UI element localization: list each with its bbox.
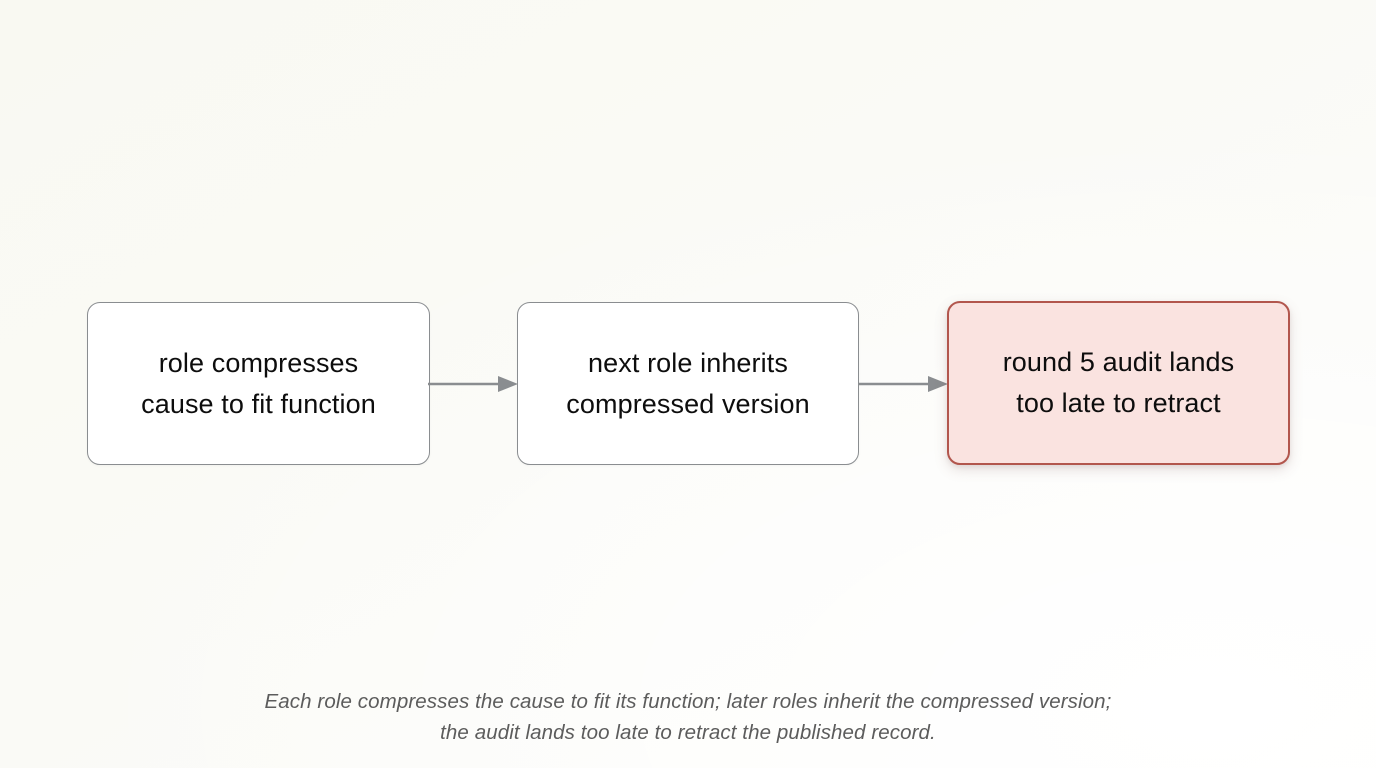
arrow-head-icon (928, 376, 948, 392)
flow-node-label: next role inherits compressed version (566, 347, 810, 419)
flow-node-next-role-inherits[interactable]: next role inherits compressed version (517, 302, 859, 465)
flow-node-label: round 5 audit lands too late to retract (1002, 347, 1235, 418)
flow-arrow-node2-to-node3 (858, 376, 948, 392)
flow-node-role-compresses[interactable]: role compresses cause to fit function (87, 302, 430, 465)
arrow-head-icon (498, 376, 518, 392)
flow-arrow-node1-to-node2 (428, 376, 518, 392)
flow-node-label: role compresses cause to fit function (141, 347, 376, 419)
flow-node-round-5-audit[interactable]: round 5 audit lands too late to retract (947, 301, 1290, 465)
diagram-caption: Each role compresses the cause to fit it… (264, 690, 1112, 744)
